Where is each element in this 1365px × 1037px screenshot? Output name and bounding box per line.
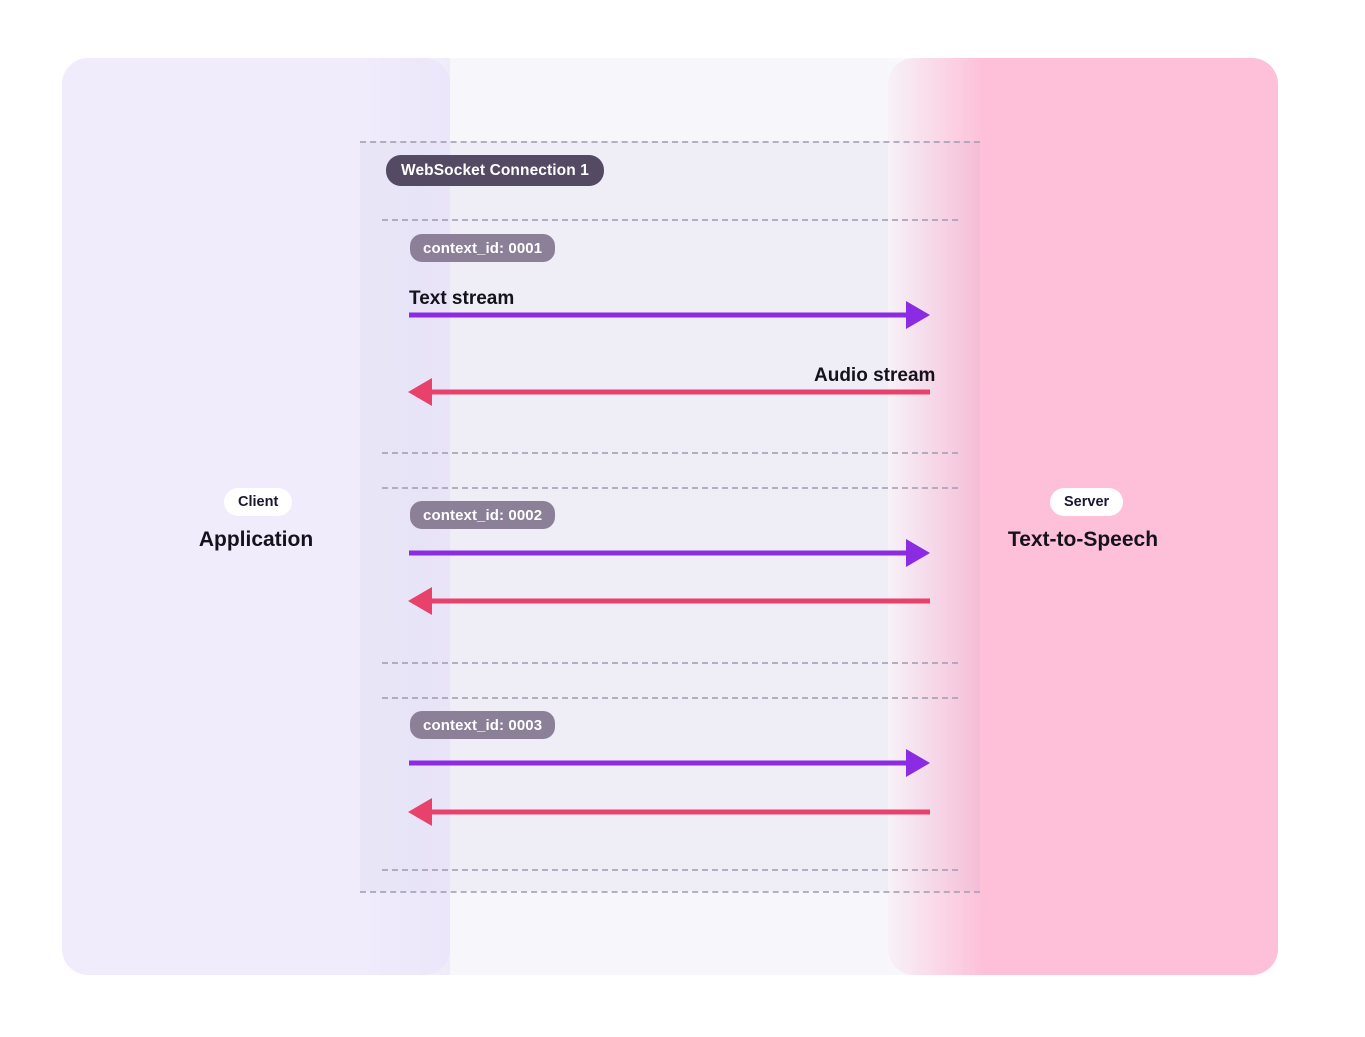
websocket-connection-badge-label: WebSocket Connection 1	[401, 161, 589, 179]
websocket-connection-badge[interactable]: WebSocket Connection 1	[386, 155, 604, 186]
inbound-arrow-context-0002	[405, 583, 933, 619]
client-panel	[62, 58, 450, 975]
context-badge-0001[interactable]: context_id: 0001	[410, 234, 556, 262]
context-badge-0003-label: context_id: 0003	[423, 716, 543, 734]
dash-context3-top	[382, 697, 958, 699]
outbound-arrow-context-0002	[409, 535, 934, 571]
server-panel	[888, 58, 1278, 975]
server-role-chip: Server	[1050, 488, 1124, 516]
dash-context1-top	[382, 219, 958, 221]
client-role-chip-label: Client	[238, 494, 279, 510]
context-badge-0002-label: context_id: 0002	[423, 506, 543, 524]
dash-context1-bottom	[382, 452, 958, 454]
text-stream-label: Text stream	[409, 288, 515, 309]
context-badge-0003[interactable]: context_id: 0003	[410, 711, 556, 739]
dash-context3-bottom	[382, 869, 958, 871]
server-role-title: Text-to-Speech	[1007, 528, 1159, 551]
outbound-arrow-context-0003	[409, 745, 934, 781]
context-badge-0002[interactable]: context_id: 0002	[410, 501, 556, 529]
client-role-title: Application	[198, 528, 314, 551]
dash-connection-bottom	[360, 891, 980, 893]
dash-connection-top	[360, 141, 980, 143]
outbound-arrow-context-0001	[409, 297, 934, 333]
audio-stream-label: Audio stream	[814, 365, 936, 386]
inbound-arrow-context-0001	[405, 374, 933, 410]
dash-context2-bottom	[382, 662, 958, 664]
dash-context2-top	[382, 487, 958, 489]
client-role-chip: Client	[224, 488, 293, 516]
server-role-chip-label: Server	[1064, 494, 1110, 510]
inbound-arrow-context-0003	[405, 794, 933, 830]
context-badge-0001-label: context_id: 0001	[423, 239, 543, 257]
